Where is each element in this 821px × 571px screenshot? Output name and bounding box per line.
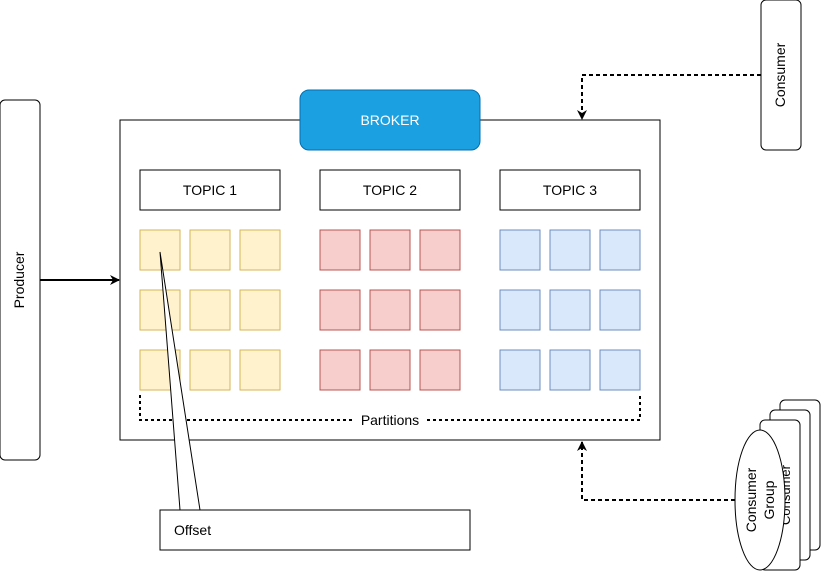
topic-2-partitions <box>319 229 461 391</box>
partition-cell <box>239 349 281 391</box>
partition-cell <box>319 349 361 391</box>
partition-cell <box>369 349 411 391</box>
partition-cell <box>549 229 591 271</box>
partition-cell <box>369 289 411 331</box>
broker-header-box <box>299 89 481 151</box>
producer-label: Producer <box>11 251 27 308</box>
topic-3-partitions <box>499 229 641 391</box>
partition-cell <box>499 289 541 331</box>
offset-callout-box <box>159 509 471 551</box>
partition-cell <box>599 289 641 331</box>
consumer-group-label-line2: Group <box>761 480 777 519</box>
partition-cell <box>499 229 541 271</box>
topic-1-partitions <box>139 229 281 391</box>
partition-cell <box>499 349 541 391</box>
topic-3-label: TOPIC 3 <box>543 182 597 198</box>
partition-cell <box>139 289 181 331</box>
consumer-group-arrow <box>577 441 735 501</box>
partition-cell <box>239 289 281 331</box>
broker-label: BROKER <box>360 112 419 128</box>
partition-cell <box>549 289 591 331</box>
partition-cell <box>189 289 231 331</box>
producer: Producer <box>0 99 41 461</box>
partitions-label: Partitions <box>361 412 419 428</box>
consumer-group: Consumer Consumer Consumer Consumer Grou… <box>734 399 821 571</box>
partition-cell <box>419 229 461 271</box>
topic-1: TOPIC 1 <box>139 169 281 211</box>
topic-1-label: TOPIC 1 <box>183 182 237 198</box>
partition-cell <box>369 229 411 271</box>
consumer-arrow <box>577 74 761 120</box>
topic-2-label: TOPIC 2 <box>363 182 417 198</box>
partition-cell <box>319 289 361 331</box>
partition-cell <box>319 229 361 271</box>
partition-cell <box>419 289 461 331</box>
partition-cell <box>599 349 641 391</box>
offset-label: Offset <box>174 522 211 538</box>
topic-3-box <box>499 169 641 211</box>
partitions-bracket-line <box>139 395 641 421</box>
partition-cell <box>419 349 461 391</box>
consumer: Consumer <box>760 0 802 151</box>
topic-3: TOPIC 3 <box>499 169 641 211</box>
partition-cell <box>139 229 181 271</box>
partition-cell <box>239 229 281 271</box>
partition-cell <box>599 229 641 271</box>
broker-container <box>119 119 661 441</box>
offset-callout: Offset <box>159 509 471 551</box>
partition-cell <box>189 349 231 391</box>
topic-1-box <box>139 169 281 211</box>
broker-header: BROKER <box>299 89 481 151</box>
consumer-label: Consumer <box>772 42 788 107</box>
topic-2-box <box>319 169 461 211</box>
topic-2: TOPIC 2 <box>319 169 461 211</box>
partition-cell <box>549 349 591 391</box>
partitions-label-bg <box>355 411 425 429</box>
consumer-group-label-line1: Consumer <box>743 467 759 532</box>
partitions-bracket: Partitions <box>139 395 641 429</box>
partition-cell <box>189 229 231 271</box>
